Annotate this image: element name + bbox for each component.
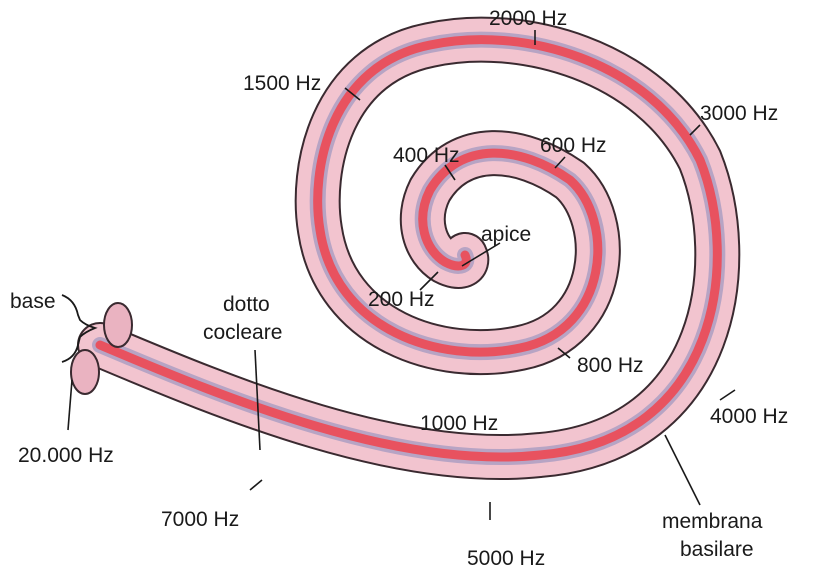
label-basilare: basilare bbox=[680, 538, 754, 561]
duct-body bbox=[100, 40, 717, 457]
label-20000-hz: 20.000 Hz bbox=[18, 444, 114, 467]
cochlear-duct bbox=[100, 40, 717, 457]
label-1000-hz: 1000 Hz bbox=[420, 412, 498, 435]
leader-membrana bbox=[665, 435, 700, 505]
upper-tube-end bbox=[104, 303, 132, 347]
label-400-hz: 400 Hz bbox=[393, 144, 460, 167]
lower-tube-end bbox=[71, 350, 99, 394]
label-5000-hz: 5000 Hz bbox=[467, 547, 545, 570]
label-apice: apice bbox=[481, 223, 531, 246]
label-7000-hz: 7000 Hz bbox=[161, 508, 239, 531]
label-1500-hz: 1500 Hz bbox=[243, 72, 321, 95]
leader-4000 bbox=[720, 390, 735, 400]
label-200-hz: 200 Hz bbox=[368, 288, 435, 311]
label-4000-hz: 4000 Hz bbox=[710, 405, 788, 428]
label-dotto: dotto bbox=[223, 293, 270, 316]
label-base: base bbox=[10, 290, 56, 313]
label-2000-hz: 2000 Hz bbox=[489, 7, 567, 30]
label-800-hz: 800 Hz bbox=[577, 354, 644, 377]
leader-7000 bbox=[250, 480, 262, 490]
label-600-hz: 600 Hz bbox=[540, 134, 607, 157]
label-cocleare: cocleare bbox=[203, 321, 282, 344]
label-3000-hz: 3000 Hz bbox=[700, 102, 778, 125]
leader-20000 bbox=[68, 380, 72, 430]
label-membrana: membrana bbox=[662, 510, 763, 533]
